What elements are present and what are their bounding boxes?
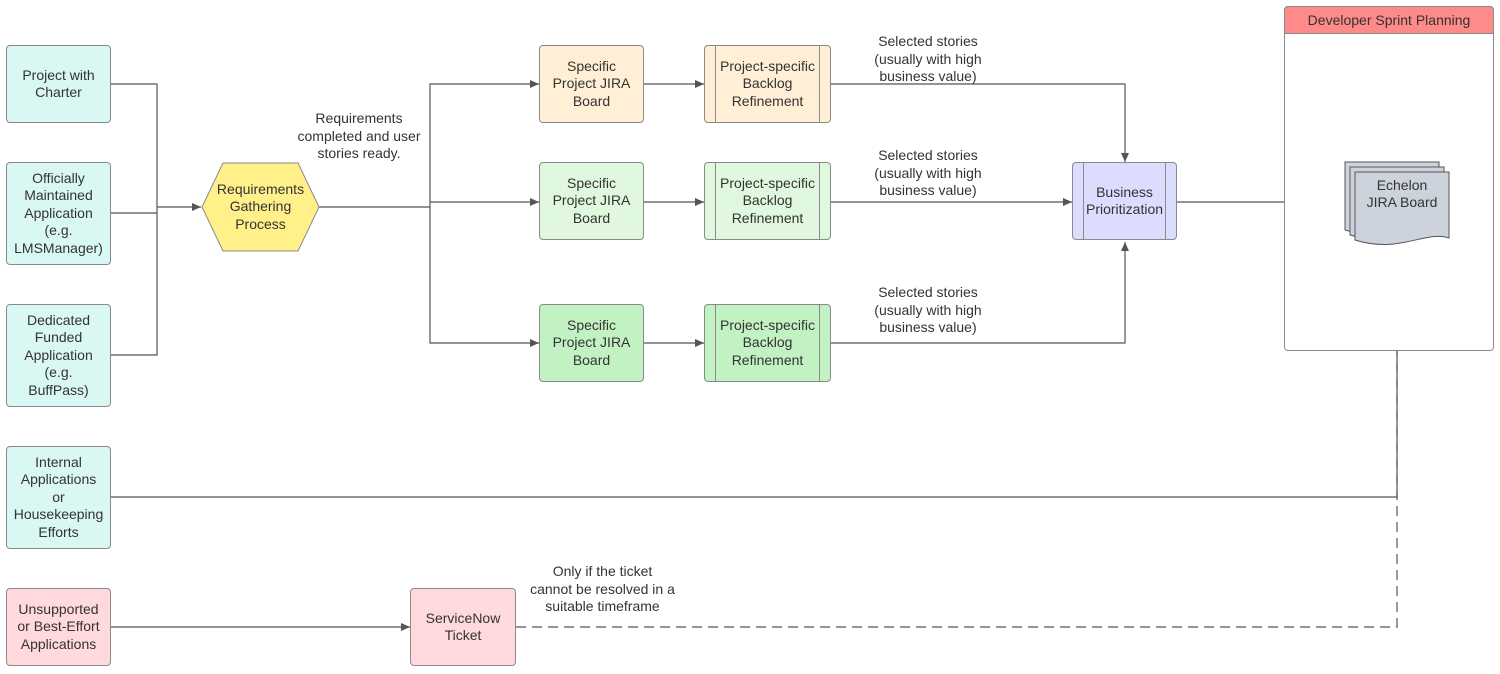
refinement-3-left-bar	[715, 305, 716, 381]
prioritization-right-bar	[1165, 163, 1166, 239]
connector-refinement-3-to-prioritization	[831, 242, 1129, 344]
source-officially-maintained-application: Officially Maintained Application (e.g. …	[6, 162, 111, 265]
project-jira-board-3: Specific Project JIRA Board	[539, 304, 644, 382]
requirements-caption: Requirements completed and user stories …	[297, 110, 421, 161]
business-prioritization: Business Prioritization	[1072, 162, 1177, 240]
refinement-1-right-bar	[819, 46, 820, 122]
backlog-refinement-3: Project-specific Backlog Refinement	[704, 304, 831, 382]
connector-to-board-3	[429, 207, 539, 347]
selected-stories-caption-2: Selected stories (usually with high busi…	[874, 147, 982, 198]
requirements-hexagon-shape	[201, 162, 320, 252]
refinement-1-left-bar	[715, 46, 716, 122]
connector-funded-to-requirements	[111, 207, 158, 356]
connector-to-board-1	[429, 80, 539, 207]
source-unsupported-applications: Unsupported or Best-Effort Applications	[6, 588, 111, 666]
selected-stories-caption-3: Selected stories (usually with high busi…	[874, 284, 982, 335]
source-project-with-charter: Project with Charter	[6, 45, 111, 123]
backlog-refinement-1-label: Project-specific Backlog Refinement	[720, 57, 815, 109]
requirements-gathering-process: Requirements Gathering Process	[216, 180, 305, 232]
refinement-3-right-bar	[819, 305, 820, 381]
servicenow-caption: Only if the ticket cannot be resolved in…	[530, 563, 675, 614]
backlog-refinement-3-label: Project-specific Backlog Refinement	[720, 316, 815, 368]
backlog-refinement-1: Project-specific Backlog Refinement	[704, 45, 831, 123]
selected-stories-caption-1: Selected stories (usually with high busi…	[874, 33, 982, 84]
refinement-2-left-bar	[715, 163, 716, 239]
servicenow-ticket: ServiceNow Ticket	[410, 588, 516, 666]
echelon-jira-board: Echelon JIRA Board	[1366, 176, 1438, 211]
echelon-board-documents-shape	[1344, 161, 1450, 245]
source-dedicated-funded-application: Dedicated Funded Application (e.g. BuffP…	[6, 304, 111, 407]
business-prioritization-label: Business Prioritization	[1085, 183, 1164, 218]
refinement-2-right-bar	[819, 163, 820, 239]
connector-refinement-1-to-prioritization	[831, 83, 1129, 162]
project-jira-board-2: Specific Project JIRA Board	[539, 162, 644, 240]
backlog-refinement-2: Project-specific Backlog Refinement	[704, 162, 831, 240]
source-internal-applications: Internal Applications or Housekeeping Ef…	[6, 446, 111, 549]
connector-charter-to-requirements	[111, 83, 158, 207]
developer-sprint-planning-header: Developer Sprint Planning	[1284, 6, 1494, 34]
backlog-refinement-2-label: Project-specific Backlog Refinement	[720, 174, 815, 226]
project-jira-board-1: Specific Project JIRA Board	[539, 45, 644, 123]
connector-servicenow-to-echelon	[516, 245, 1398, 628]
prioritization-left-bar	[1083, 163, 1084, 239]
